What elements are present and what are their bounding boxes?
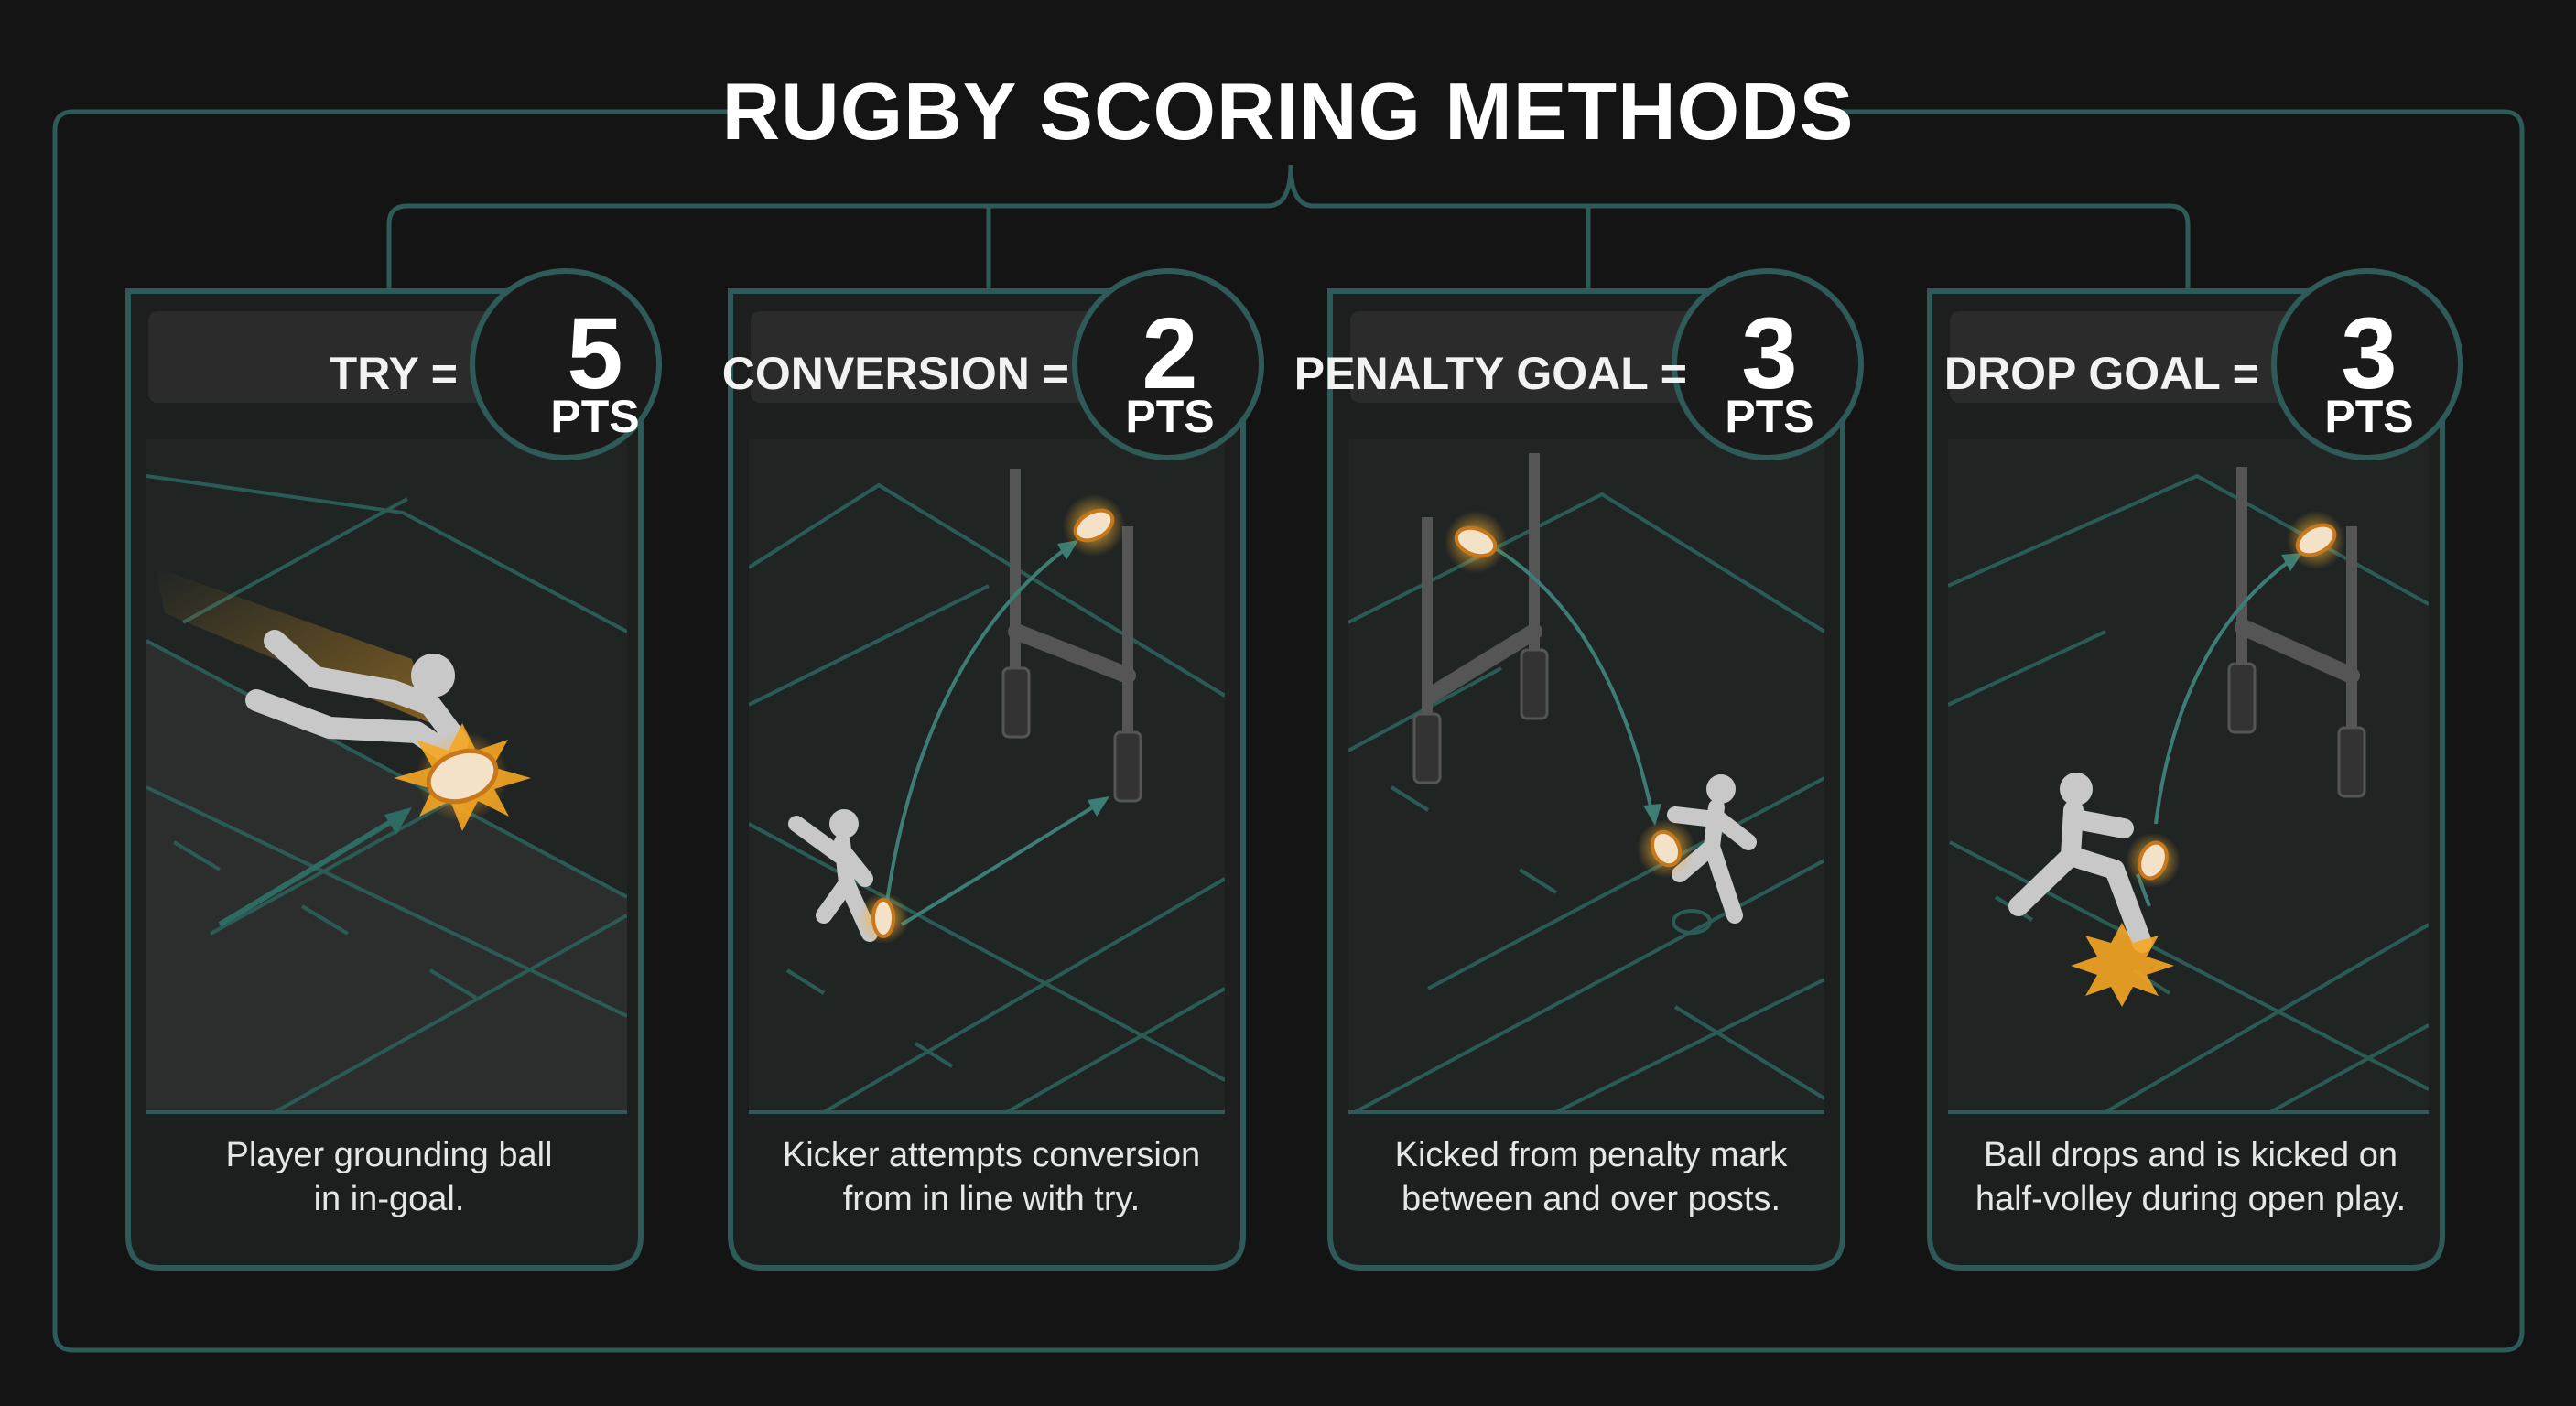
method-label: CONVERSION = (721, 348, 1069, 399)
points-value: 3 (1741, 297, 1798, 410)
rugby-ball-icon (2126, 511, 2345, 888)
points-value: 2 (1142, 297, 1198, 410)
scoring-card-conversion: CONVERSION = 2 PTS Kicker attempts conve… (722, 291, 1243, 1271)
kicker-icon (2008, 773, 2152, 953)
card-headers (148, 268, 2463, 460)
rugby-ball-icon (858, 494, 1125, 944)
method-description: Ball drops and is kicked on half-volley … (1975, 1136, 2407, 1218)
points-unit: PTS (1725, 391, 1814, 442)
goal-posts-icon (1412, 453, 1549, 784)
scoring-card-try: TRY = 5 PTS Player grounding ball in in-… (128, 291, 641, 1271)
method-label: PENALTY GOAL = (1293, 348, 1687, 399)
points-unit: PTS (1125, 391, 1215, 442)
page-title: RUGBY SCORING METHODS (721, 66, 1855, 157)
points-value: 3 (2341, 297, 2397, 410)
field-arrow (218, 812, 405, 927)
rugby-ball-icon (1445, 511, 1695, 878)
kick-trajectory (1495, 547, 1654, 816)
goal-posts-icon (1001, 469, 1142, 803)
method-label: DROP GOAL = (1943, 348, 2259, 399)
penalty-scene (1348, 492, 1824, 1112)
scoring-card-drop-goal: DROP GOAL = 3 PTS Ball drops and is kick… (1930, 291, 2442, 1271)
goal-posts-icon (2227, 467, 2366, 798)
connector-bracket (386, 164, 1293, 291)
outer-frame (52, 109, 2525, 1353)
points-unit: PTS (2324, 391, 2414, 442)
scoring-card-penalty-goal: PENALTY GOAL = 3 PTS Kicked from penalty… (1294, 291, 1843, 1271)
kick-trajectory (882, 543, 1073, 930)
points-unit: PTS (550, 391, 640, 442)
kicker-icon (1667, 774, 1757, 924)
method-description: Player grounding ball in in-goal. (225, 1136, 553, 1218)
method-description: Kicker attempts conversion from in line … (782, 1136, 1201, 1218)
points-value: 5 (567, 297, 623, 410)
impact-burst-icon (2071, 923, 2174, 1007)
method-label: TRY = (329, 348, 458, 399)
kicker-icon (788, 809, 878, 942)
method-description: Kicked from penalty mark between and ove… (1394, 1136, 1788, 1218)
conversion-scene (749, 482, 1225, 1112)
rugby-ball-icon (394, 723, 531, 831)
kick-trajectory (2154, 557, 2295, 825)
